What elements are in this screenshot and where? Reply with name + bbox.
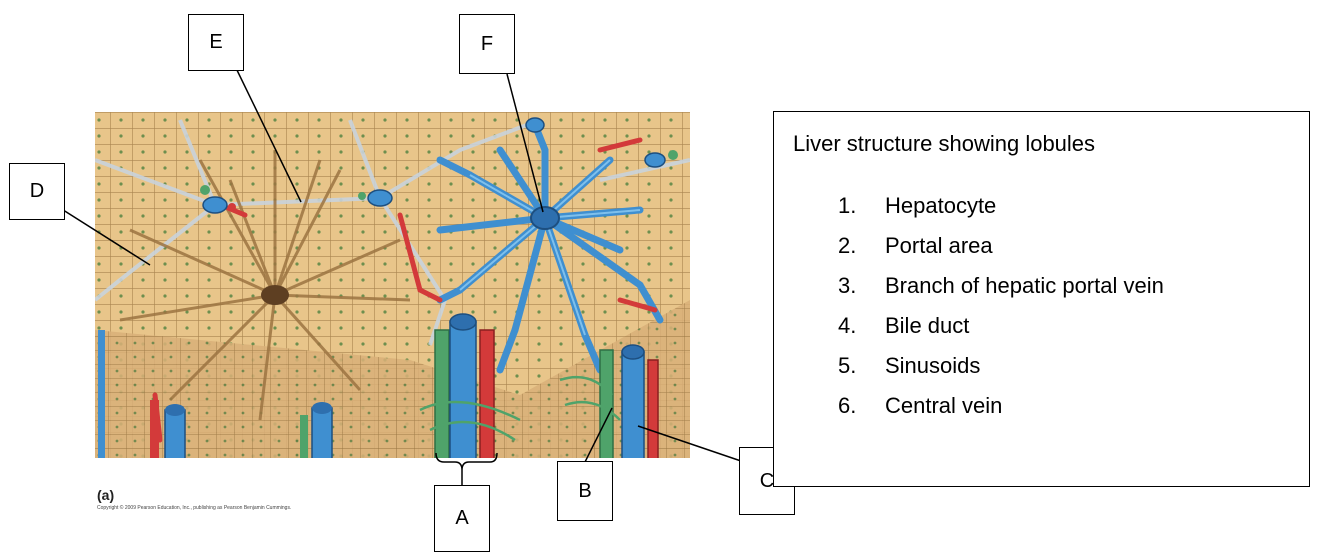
key-item: 4.Bile duct <box>838 313 1164 353</box>
label-D: D <box>9 163 65 220</box>
key-item-number: 5. <box>838 353 885 393</box>
key-item: 1.Hepatocyte <box>838 193 1164 233</box>
figure-panel-letter: (a) <box>97 487 114 503</box>
key-item-number: 4. <box>838 313 885 353</box>
key-item-text: Portal area <box>885 233 993 273</box>
key-item: 5.Sinusoids <box>838 353 1164 393</box>
key-item-number: 2. <box>838 233 885 273</box>
key-item: 3.Branch of hepatic portal vein <box>838 273 1164 313</box>
key-panel: Liver structure showing lobules 1.Hepato… <box>773 111 1310 487</box>
key-item-text: Sinusoids <box>885 353 980 393</box>
label-B: B <box>557 461 613 521</box>
key-item-text: Central vein <box>885 393 1002 433</box>
left-central-vein <box>261 285 289 305</box>
key-item-number: 3. <box>838 273 885 313</box>
central-vein <box>531 207 559 229</box>
copyright-notice: Copyright © 2009 Pearson Education, Inc.… <box>97 505 291 511</box>
key-title: Liver structure showing lobules <box>793 131 1095 157</box>
key-item-text: Hepatocyte <box>885 193 996 233</box>
label-A: A <box>434 485 490 552</box>
label-E: E <box>188 14 244 71</box>
key-item: 2.Portal area <box>838 233 1164 273</box>
key-item-number: 6. <box>838 393 885 433</box>
key-item: 6.Central vein <box>838 393 1164 433</box>
key-item-text: Branch of hepatic portal vein <box>885 273 1164 313</box>
tissue-block <box>95 112 690 460</box>
label-F: F <box>459 14 515 74</box>
key-list: 1.Hepatocyte 2.Portal area 3.Branch of h… <box>838 193 1164 433</box>
key-item-number: 1. <box>838 193 885 233</box>
key-item-text: Bile duct <box>885 313 969 353</box>
